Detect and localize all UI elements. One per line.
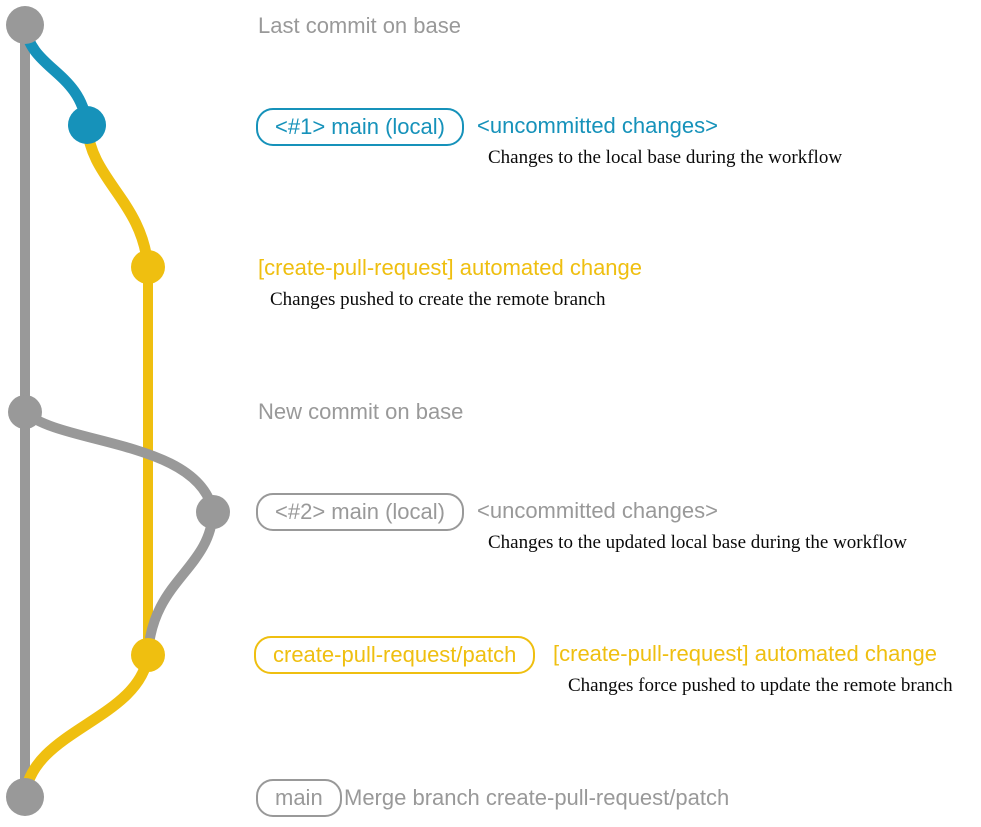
patch-merge-into-base-curve — [19, 649, 154, 803]
updated-main-merge-curve — [143, 507, 218, 660]
commit-title-uncommitted-2: <uncommitted changes> — [477, 498, 718, 523]
commit-dot-last-base — [6, 6, 44, 44]
commit-title-uncommitted-1: <uncommitted changes> — [477, 113, 718, 138]
patch-branchout-curve — [81, 119, 154, 273]
commit-description-automated-change-1: Changes pushed to create the remote bran… — [270, 289, 606, 310]
commit-description-automated-change-2: Changes force pushed to update the remot… — [568, 675, 953, 696]
commit-dot-automated-change-2 — [131, 638, 165, 672]
commit-title-automated-change-1: [create-pull-request] automated change — [258, 255, 643, 280]
branch-badge-main: main — [256, 779, 342, 817]
commit-dot-local-main-2 — [196, 495, 230, 529]
annotation-new-commit-on-base: New commit on base — [258, 399, 464, 424]
branch-badge-main-local-2: <#2> main (local) — [256, 493, 464, 531]
commit-description-uncommitted-2: Changes to the updated local base during… — [488, 532, 907, 553]
commit-dot-merge — [6, 778, 44, 816]
commit-description-uncommitted-1: Changes to the local base during the wor… — [488, 147, 843, 168]
git-graph — [6, 6, 230, 816]
commit-dot-automated-change-1 — [131, 250, 165, 284]
annotation-merge-branch: Merge branch create-pull-request/patch — [344, 785, 730, 810]
commit-title-automated-change-2: [create-pull-request] automated change — [553, 641, 938, 666]
commit-dot-local-main-1 — [68, 106, 106, 144]
commit-dot-new-base — [8, 395, 42, 429]
branch-badge-main-local-1: <#1> main (local) — [256, 108, 464, 146]
updated-main-branchout-curve — [20, 407, 218, 517]
annotation-last-commit-on-base: Last commit on base — [258, 13, 461, 38]
branch-badge-create-pull-request-patch: create-pull-request/patch — [254, 636, 536, 674]
